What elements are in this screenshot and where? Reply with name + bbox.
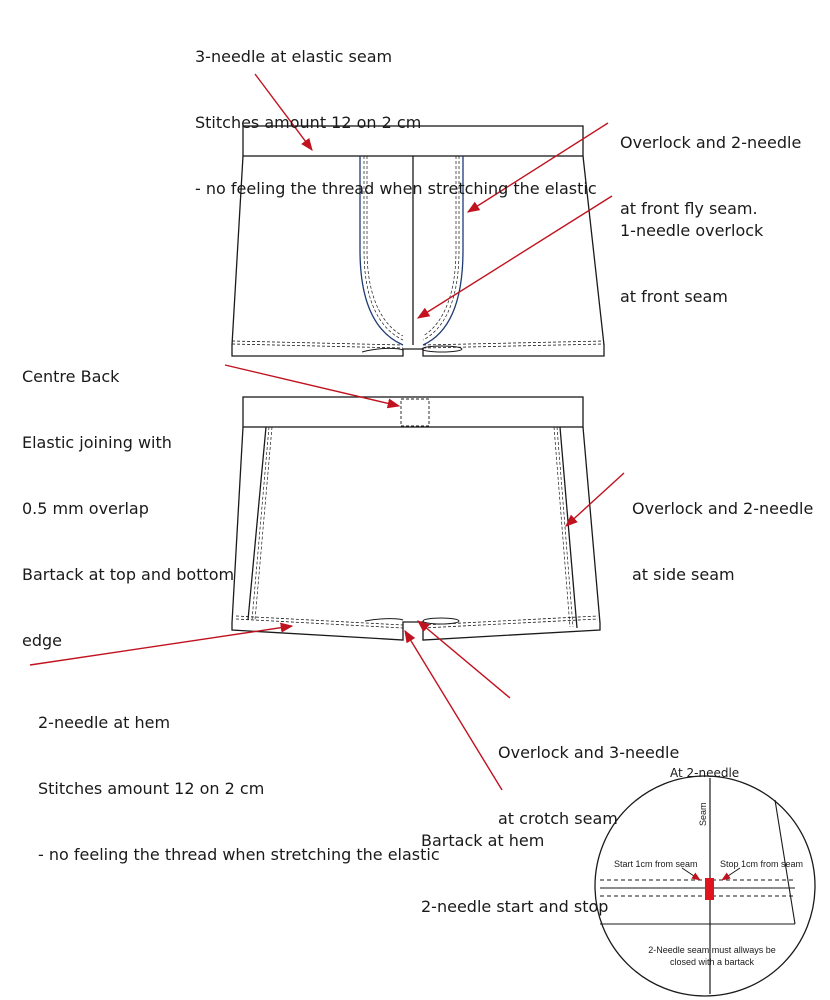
fly-left-outline — [359, 156, 404, 346]
back-body-outline — [231, 426, 601, 641]
callout-hem: 2-needle at hem Stitches amount 12 on 2 … — [38, 713, 440, 864]
callout-crotch-seam: Overlock and 3-needle at crotch seam — [498, 743, 680, 828]
arrow-front-fly — [466, 122, 609, 213]
back-bartack-right — [422, 617, 460, 625]
fly-right-outline — [422, 156, 464, 346]
detail-note-line-1: 2-Needle seam must allways be — [648, 945, 776, 955]
back-waistband — [242, 396, 584, 428]
back-view — [231, 396, 601, 641]
back-left-hem-stitch — [235, 615, 404, 629]
detail-bartack — [705, 878, 714, 900]
front-body-outline — [231, 155, 605, 357]
callout-centre-back: Centre Back Elastic joining with 0.5 mm … — [22, 367, 235, 650]
arrow-side-seam — [565, 472, 625, 527]
back-left-side-seam — [247, 426, 267, 621]
arrow-elastic-seam — [254, 73, 313, 152]
front-bartack-right — [421, 345, 463, 353]
front-left-hem-stitch — [231, 340, 404, 349]
front-waistband — [242, 125, 584, 157]
arrow-crotch-seam — [417, 620, 511, 699]
front-bartack-left — [361, 347, 404, 353]
detail-stop-label: Stop 1cm from seam — [720, 859, 803, 869]
arrow-bartack-hem — [404, 629, 503, 791]
callout-side-seam: Overlock and 2-needle at side seam — [632, 499, 814, 584]
fly-right-stitch — [422, 156, 460, 341]
back-right-side-stitch — [553, 426, 574, 628]
detail-seam-label: Seam — [698, 802, 708, 826]
detail-stitch-rows — [600, 879, 795, 897]
arrow-centre-back — [224, 364, 401, 409]
detail-title: At 2-needle — [670, 766, 740, 780]
front-right-hem-stitch — [422, 340, 605, 349]
detail-stop-arrow — [721, 867, 741, 881]
centre-back-bartack-box — [400, 398, 430, 427]
back-left-side-stitch — [251, 426, 273, 621]
detail-note-line-2: closed with a bartack — [670, 957, 755, 967]
back-right-hem-stitch — [422, 615, 599, 629]
arrow-front-seam — [416, 195, 613, 319]
callout-bartack-hem: Bartack at hem 2-needle start and stop — [421, 831, 609, 916]
callout-elastic-seam: 3-needle at elastic seam Stitches amount… — [195, 47, 597, 198]
front-view — [231, 125, 605, 357]
detail-right-edge — [774, 799, 796, 925]
fly-left-stitch — [363, 156, 404, 341]
arrow-hem — [29, 622, 294, 666]
back-bartack-left — [364, 618, 404, 622]
detail-circle: Seam Start 1cm from seam Stop 1cm from s… — [594, 775, 816, 997]
callout-front-fly: Overlock and 2-needle at front fly seam. — [620, 133, 802, 218]
callout-arrows — [29, 73, 625, 791]
callout-front-seam: 1-needle overlock at front seam — [620, 221, 764, 306]
detail-start-arrow — [681, 867, 701, 881]
back-right-side-seam — [559, 426, 578, 629]
detail-start-label: Start 1cm from seam — [614, 859, 698, 869]
